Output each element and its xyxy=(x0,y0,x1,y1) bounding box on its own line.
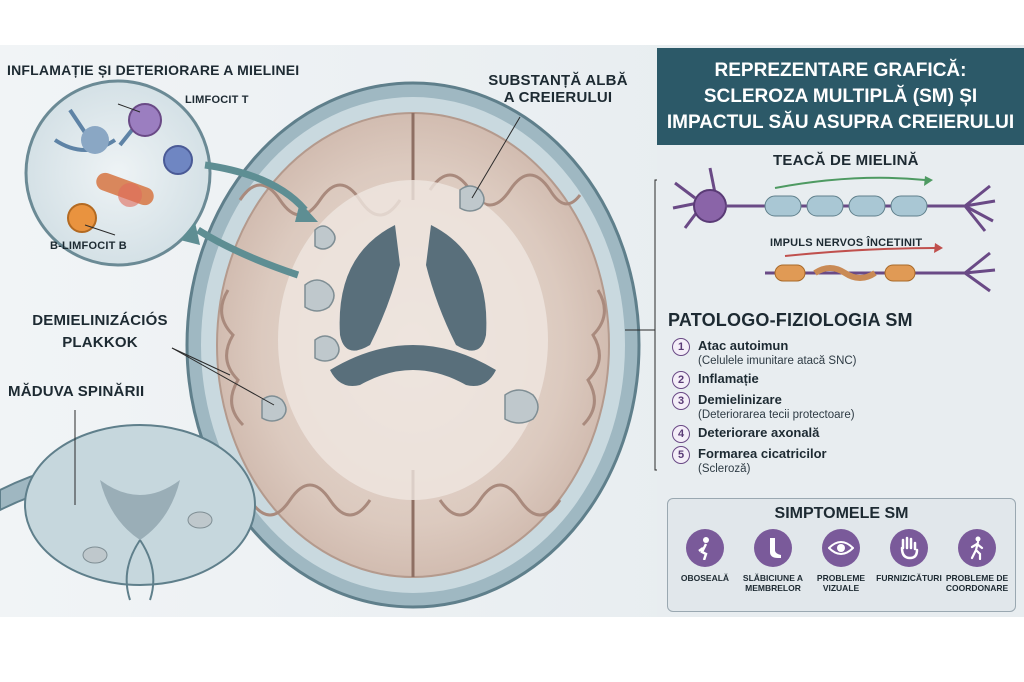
symptom-label-line1: FURNIZICĂTURI xyxy=(876,573,942,583)
symptom-tingling: FURNIZICĂTURI xyxy=(876,529,942,583)
title-line1: REPREZENTARE GRAFICĂ: xyxy=(714,60,967,81)
b-cell-label: B-LIMFOCIT B xyxy=(50,240,127,252)
impulse-label: IMPULS NERVOS ÎNCETINIT xyxy=(770,237,923,249)
title-line3: IMPACTUL SĂU ASUPRA CREIERULUI xyxy=(666,112,1015,133)
plaques-label: DEMIELINIZÁCIÓS PLAKKOK xyxy=(10,310,190,354)
title-line2: SCLEROZA MULTIPLĂ (SM) ȘI xyxy=(703,86,978,107)
step-number: 2 xyxy=(672,371,690,389)
step-number: 1 xyxy=(672,338,690,356)
fatigue-icon xyxy=(686,529,724,567)
white-matter-label-line2: A CREIERULUI xyxy=(503,89,613,106)
symptom-label-line1: PROBLEME DE xyxy=(945,573,1009,583)
walking-icon xyxy=(958,529,996,567)
plaques-label-line1: DEMIELINIZÁCIÓS xyxy=(32,312,168,329)
plaques xyxy=(261,185,539,424)
patho-step: 2 Inflamație xyxy=(672,371,1012,389)
eye-icon xyxy=(822,529,860,567)
neuron-diagrams xyxy=(672,167,996,293)
hand-icon xyxy=(890,529,928,567)
plaques-label-line2: PLAKKOK xyxy=(62,334,138,351)
symptoms-heading: SIMPTOMELE SM xyxy=(774,505,909,522)
patho-heading: PATOLOGO-FIZIOLOGIA SM xyxy=(668,310,913,330)
symptom-label-line1: SLĂBICIUNE A xyxy=(742,573,804,583)
step-title: Inflamație xyxy=(698,371,759,386)
patho-step: 4 Deteriorare axonală xyxy=(672,425,1012,443)
t-cell-label: LIMFOCIT T xyxy=(185,94,249,106)
step-subtitle: (Scleroză) xyxy=(698,463,751,475)
white-matter-label-line1: SUBSTANȚĂ ALBĂ xyxy=(488,72,628,89)
symptom-fatigue: OBOSEALĂ xyxy=(672,529,738,583)
healthy-neuron xyxy=(672,167,996,232)
symptom-label-line2: VIZUALE xyxy=(822,583,860,593)
title-box: REPREZENTARE GRAFICĂ: SCLEROZA MULTIPLĂ … xyxy=(657,48,1024,145)
patho-step: 5 Formarea cicatricilor (Scleroză) xyxy=(672,446,1012,476)
step-number: 3 xyxy=(672,392,690,410)
damaged-neuron xyxy=(765,243,996,293)
patho-steps: 1 Atac autoimun (Celulele imunitare atacă… xyxy=(672,338,1012,479)
symptom-label-line1: OBOSEALĂ xyxy=(680,573,730,583)
step-subtitle: (Deteriorarea tecii protectoare) xyxy=(698,409,855,421)
patho-step: 3 Demielinizare (Deteriorarea tecii prote… xyxy=(672,392,1012,422)
spinal-cord-label: MĂDUVA SPINĂRII xyxy=(8,383,145,400)
brain xyxy=(216,112,610,578)
leader-lines xyxy=(74,103,521,505)
step-title: Demielinizare xyxy=(698,392,782,407)
step-number: 4 xyxy=(672,425,690,443)
foot-icon xyxy=(754,529,792,567)
step-title: Atac autoimun xyxy=(698,338,789,353)
patho-step: 1 Atac autoimun (Celulele imunitare atacă… xyxy=(672,338,1012,368)
step-title: Formarea cicatricilor xyxy=(698,446,827,461)
step-subtitle: (Celulele imunitare atacă SNC) xyxy=(698,355,857,367)
symptom-label: OBOSEALĂ xyxy=(672,573,738,583)
myelin-sheath-label: TEACĂ DE MIELINĂ xyxy=(773,152,919,169)
white-matter-label: SUBSTANȚĂ ALBĂ A CREIERULUI xyxy=(488,72,628,106)
spinal-cord xyxy=(0,424,256,601)
inflammation-label: INFLAMAȚIE ȘI DETERIORARE A MIELINEI xyxy=(7,62,300,78)
step-number: 5 xyxy=(672,446,690,464)
step-title: Deteriorare axonală xyxy=(698,425,820,440)
symptom-label: FURNIZICĂTURI xyxy=(876,573,942,583)
symptom-label-line2: MEMBRELOR xyxy=(745,583,801,593)
inset-arrows xyxy=(196,161,308,279)
symptom-label-line2: COORDONARE xyxy=(945,583,1009,593)
inflammation-inset xyxy=(24,79,212,267)
symptom-label-line1: PROBLEME xyxy=(816,573,866,583)
